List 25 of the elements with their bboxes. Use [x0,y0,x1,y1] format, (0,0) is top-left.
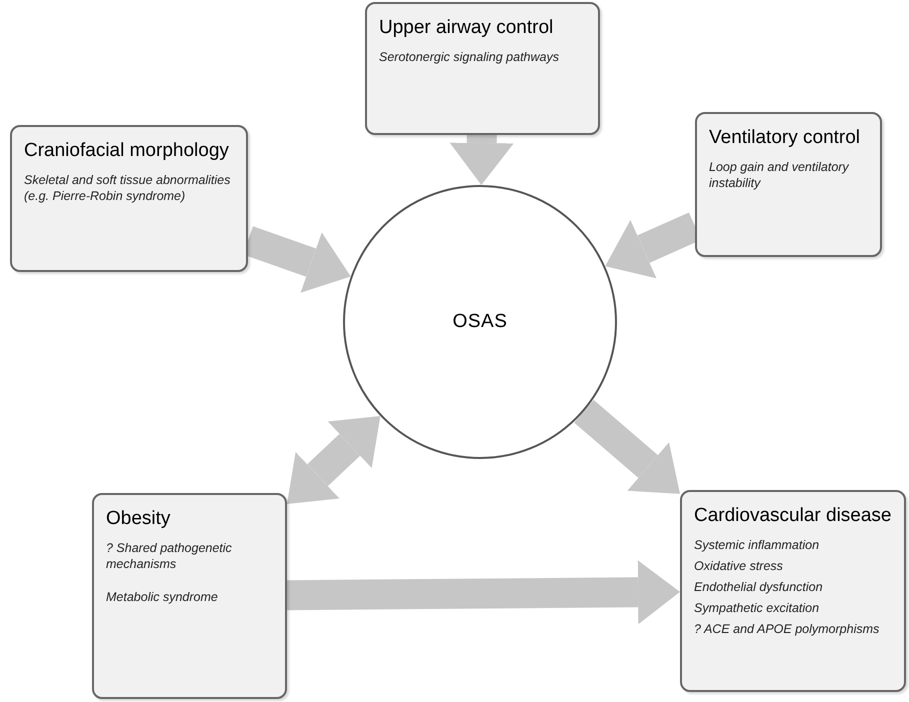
box-text: Systemic inflammation [694,537,820,553]
box-text: Endothelial dysfunction [694,579,824,595]
block-arrow [287,416,380,504]
factor-box [680,490,906,692]
box-text: Serotonergic signaling pathways [379,49,560,65]
box-text: Skeletal and soft tissue abnormalities (e.g. Pierre-Robin syndrome) [24,172,232,204]
box-heading: Craniofacial morphology [24,139,230,163]
box-heading: Obesity [106,507,172,531]
factor-box [10,125,248,272]
factor-box [695,112,882,257]
box-heading: Upper airway control [379,16,554,40]
box-text: Loop gain and ventilatory instability [709,159,850,191]
block-arrow [286,560,680,624]
box-heading: Cardiovascular disease [694,504,892,528]
box-text: ? Shared pathogenetic mechanisms [106,540,233,572]
box-heading: Ventilatory control [709,126,862,150]
factor-box [365,2,600,135]
circle-label: OSAS [452,310,508,334]
box-text: ? ACE and APOE polymorphisms [694,621,880,637]
factor-box [92,493,287,699]
block-arrow [450,134,514,185]
block-arrow [574,400,680,494]
box-text: Metabolic syndrome [106,589,219,605]
box-text: Sympathetic excitation [694,600,820,616]
box-text: Oxidative stress [694,558,784,574]
